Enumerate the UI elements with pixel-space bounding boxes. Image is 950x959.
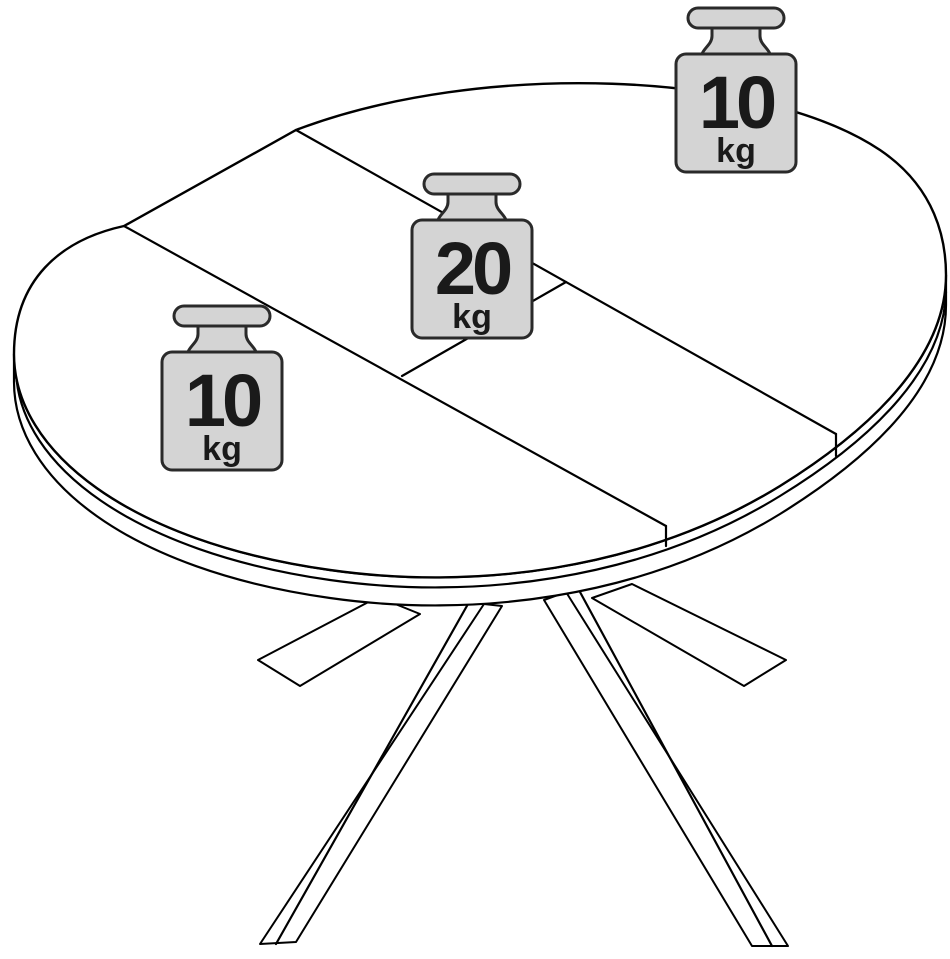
back-left-leg — [258, 597, 420, 686]
weight-right-unit: kg — [716, 132, 756, 170]
weight-center-unit: kg — [452, 298, 492, 336]
tabletop — [14, 83, 946, 605]
weight-left-unit: kg — [202, 430, 242, 468]
back-right-leg — [592, 584, 786, 686]
table-legs — [258, 584, 788, 946]
weight-right: 10 kg — [676, 8, 796, 172]
